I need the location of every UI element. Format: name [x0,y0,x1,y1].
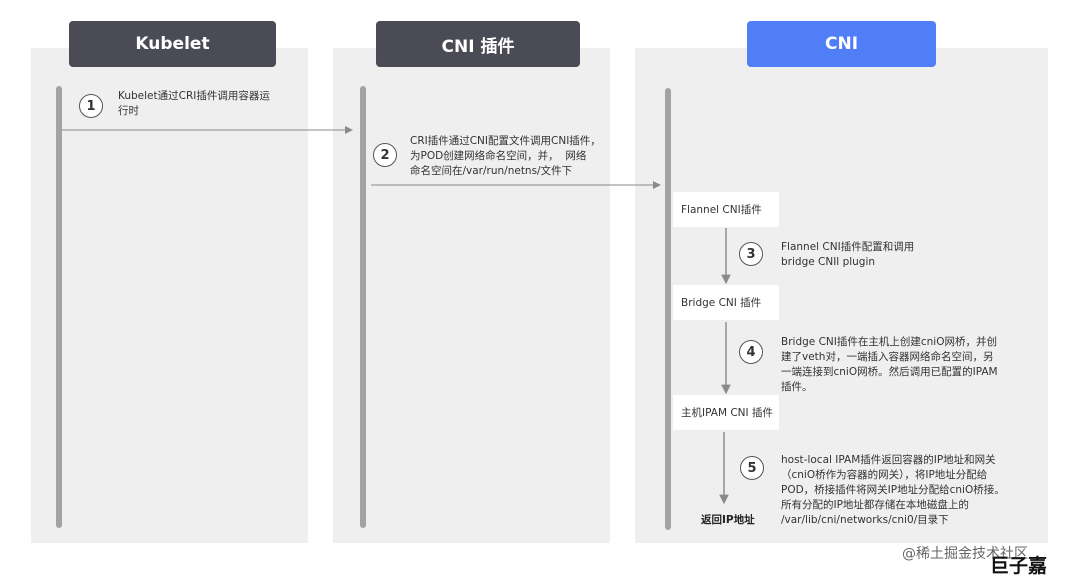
lifeline-cni-plugin [360,86,366,528]
step-5-text: host-local IPAM插件返回容器的IP地址和网关 （cniO桥作为容器… [781,454,1005,526]
step-2-text: CRI插件通过CNI配置文件调用CNI插件， 为POD创建网络命名空间，并， 网… [410,135,601,177]
step-2-number: 2 [373,143,397,167]
lifeline-cni [665,88,671,530]
header-cni-plugin: CNI 插件 [376,21,580,67]
step-4-number: 4 [739,340,763,364]
box-bridge-cni: Bridge CNI 插件 [673,285,779,320]
header-cni: CNI [747,21,936,67]
lane-cni-plugin [333,48,610,543]
step-1-text: Kubelet通过CRI插件调用容器运 行时 [118,90,270,117]
lifeline-kubelet [56,86,62,528]
watermark-author: 巨子嘉 [990,555,1048,577]
return-ip-label: 返回IP地址 [701,514,755,526]
step-5-number: 5 [740,456,764,480]
box-flannel-cni: Flannel CNI插件 [673,192,779,227]
box-host-ipam-cni: 主机IPAM CNI 插件 [673,395,779,430]
step-3-number: 3 [739,242,763,266]
step-4-text: Bridge CNI插件在主机上创建cniO网桥，并创 建了veth对，一端插入… [781,336,998,393]
header-kubelet: Kubelet [69,21,276,67]
watermark-community: @稀土掘金技术社区 [902,546,1028,562]
step-3-text: Flannel CNI插件配置和调用 bridge CNIl plugin [781,241,915,268]
step-1-number: 1 [79,94,103,118]
